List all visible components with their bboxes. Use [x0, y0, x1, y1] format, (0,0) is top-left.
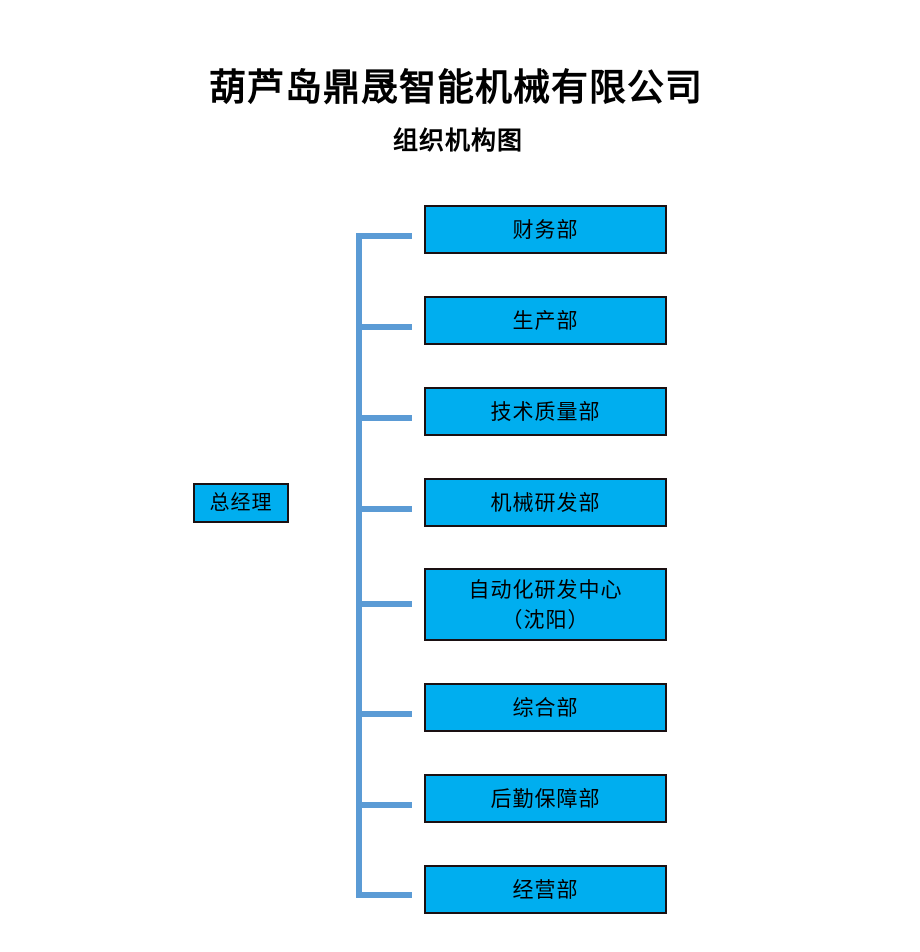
connector-branch-operations [356, 892, 412, 898]
node-automation-rd[interactable]: 自动化研发中心 （沈阳） [424, 568, 667, 641]
node-production[interactable]: 生产部 [424, 296, 667, 345]
connector-branch-logistics [356, 802, 412, 808]
node-label: 总经理 [209, 492, 273, 514]
node-operations[interactable]: 经营部 [424, 865, 667, 914]
connector-branch-finance [356, 233, 412, 239]
connector-branch-mech-rd [356, 506, 412, 512]
connector-branch-production [356, 324, 412, 330]
node-label: 生产部 [512, 308, 579, 333]
connector-branch-automation-rd [356, 601, 412, 607]
node-tech-quality[interactable]: 技术质量部 [424, 387, 667, 436]
connector-branch-tech-quality [356, 415, 412, 421]
node-finance[interactable]: 财务部 [424, 205, 667, 254]
node-general-affairs[interactable]: 综合部 [424, 683, 667, 732]
node-general-manager[interactable]: 总经理 [193, 483, 289, 523]
node-label: 财务部 [512, 217, 579, 242]
page-title: 葫芦岛鼎晟智能机械有限公司 [209, 68, 703, 109]
node-label: 经营部 [512, 877, 579, 902]
node-label: 后勤保障部 [490, 786, 601, 811]
connector-trunk [356, 233, 362, 898]
node-logistics[interactable]: 后勤保障部 [424, 774, 667, 823]
connector-branch-general-affairs [356, 711, 412, 717]
node-mech-rd[interactable]: 机械研发部 [424, 478, 667, 527]
node-label: 机械研发部 [490, 490, 601, 515]
node-label: 综合部 [512, 695, 579, 720]
node-label: 自动化研发中心 （沈阳） [468, 577, 623, 632]
node-label: 技术质量部 [490, 399, 601, 424]
page-subtitle: 组织机构图 [392, 128, 523, 155]
